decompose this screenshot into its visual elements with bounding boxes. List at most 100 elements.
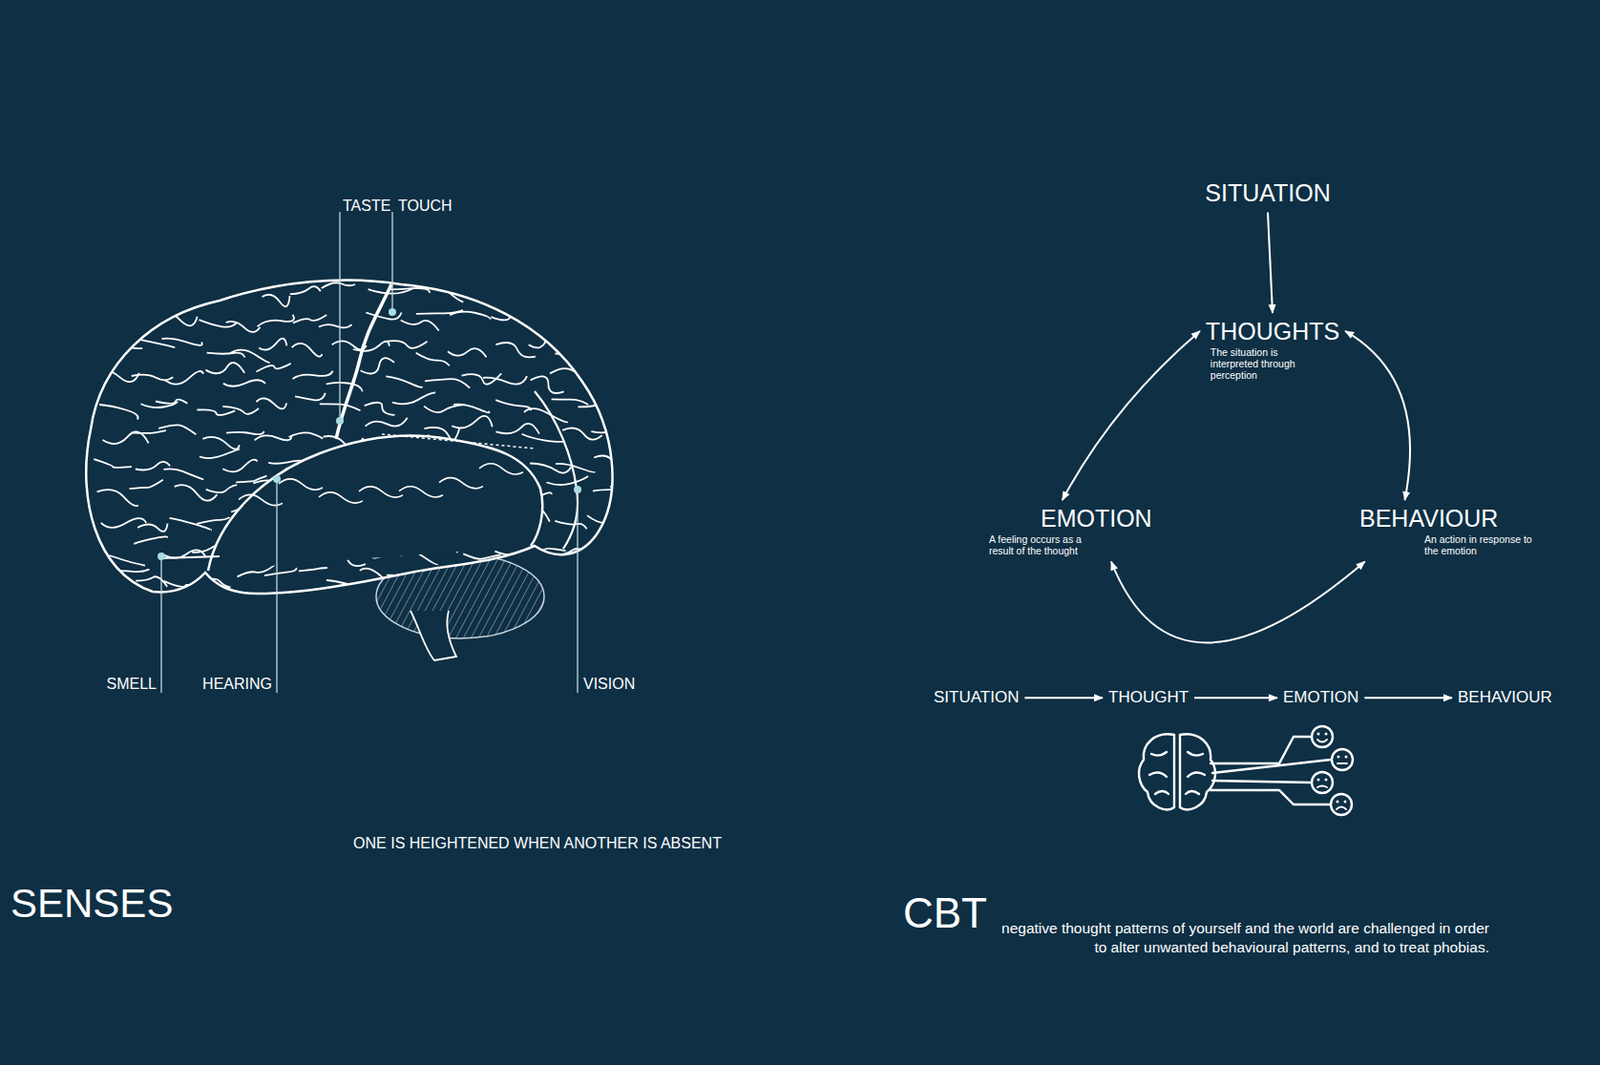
step-title: EMOTION [1283,689,1359,708]
gyrus-stroke [555,463,595,473]
gyrus-stroke [463,575,501,590]
gyrus-stroke [593,455,629,475]
gyrus-stroke [610,486,641,492]
gyrus-stroke [364,402,396,416]
section-heading: CBT [903,889,988,939]
gyrus-stroke [298,568,328,571]
gyrus-stroke [155,400,188,404]
gyrus-stroke [587,515,623,527]
gyrus-stroke [163,293,203,305]
gyrus-stroke [629,368,666,387]
flow-arrow [1364,696,1453,699]
cycle-arrow [1062,331,1200,501]
gyrus-stroke [99,404,139,420]
gyrus-stroke [365,418,408,427]
gyrus-stroke [326,382,363,392]
gyrus-stroke [126,293,162,302]
gyrus-stroke [93,459,132,468]
gyrus-stroke [627,554,657,566]
gyrus-stroke [451,416,493,429]
sense-label: VISION [583,675,635,694]
gyrus-stroke [278,479,323,490]
gyrus-stroke [626,449,665,462]
gyrus-stroke [453,404,489,414]
gyrus-stroke [135,576,168,587]
gyrus-stroke [623,572,667,578]
gyrus-stroke [138,339,175,349]
gyrus-stroke [162,338,203,346]
gyrus-stroke [91,324,127,335]
gyrus-stroke [318,492,363,504]
step-title: BEHAVIOUR [1359,505,1541,533]
gyrus-stroke [562,427,603,440]
gyrus-stroke [424,378,470,389]
gyrus-stroke [611,507,652,518]
gyrus-stroke [163,468,204,480]
gyrus-stroke [623,423,660,431]
gyrus-stroke [129,480,164,489]
cycle-step: THOUGHTSThe situation is interpreted thr… [1205,318,1340,381]
gyrus-stroke [496,569,540,581]
gyrus-stroke [158,424,196,435]
brain-outline [85,277,667,594]
gyrus-stroke [387,288,430,294]
gyrus-stroke [207,353,246,358]
gyrus-stroke [353,341,390,352]
gyrus-stroke [400,320,440,332]
step-note: A feeling occurs as a result of the thou… [989,533,1102,557]
gyrus-stroke [191,281,237,286]
gyrus-stroke [479,463,524,475]
gyrus-stroke [589,547,634,556]
step-note: The situation is interpreted through per… [1210,346,1311,381]
cycle-step: BEHAVIOURAn action in response to the em… [1359,505,1541,557]
gyrus-stroke [222,460,257,473]
gyrus-stroke [226,321,261,333]
gyrus-stroke [416,353,450,367]
gyrus-stroke [591,286,635,304]
gyrus-stroke [255,398,287,409]
sense-label: TASTE [342,197,391,215]
gyrus-stroke [254,435,293,441]
gyrus-stroke [522,567,559,580]
gyrus-stroke [496,423,540,435]
gyrus-stroke [616,336,654,349]
gyrus-stroke [202,437,239,450]
gyrus-stroke [551,399,590,405]
gyrus-stroke [384,340,428,349]
gyrus-stroke [158,310,198,327]
gyrus-stroke [165,371,204,385]
step-title: THOUGHTS [1205,318,1340,346]
gyrus-stroke [238,494,283,506]
gyrus-stroke [548,548,590,558]
gyrus-stroke [466,289,499,303]
gyrus-stroke [264,568,296,576]
gyrus-stroke [131,430,167,434]
gyrus-stroke [97,489,139,506]
leader-lines [161,211,578,694]
gyrus-stroke [226,431,264,435]
sense-label: SMELL [106,675,157,694]
gyrus-stroke [358,486,403,498]
step-title: SITUATION [1204,180,1330,208]
gyrus-stroke [483,376,527,384]
gyrus-stroke [107,281,145,287]
gyrus-stroke [439,478,484,489]
gyrus-stroke [359,568,396,585]
gyrus-stroke [592,489,640,492]
gyrus-stroke [294,393,326,401]
sense-label: TOUCH [398,197,453,215]
gyrus-stroke [386,573,429,577]
cycle-arrow [1345,331,1411,501]
flow-arrow [1194,696,1278,699]
gyrus-stroke [590,378,625,382]
gyrus-stroke [591,310,633,319]
gyrus-stroke [449,312,491,320]
description: negative thought patterns of yourself an… [992,919,1490,958]
gyrus-stroke [326,580,369,594]
flow-arrow [1267,212,1273,315]
step-title: EMOTION [1040,505,1153,533]
gyrus-stroke [289,432,323,439]
gyrus-stroke [490,315,528,323]
cycle-step: SITUATION [1204,180,1330,208]
